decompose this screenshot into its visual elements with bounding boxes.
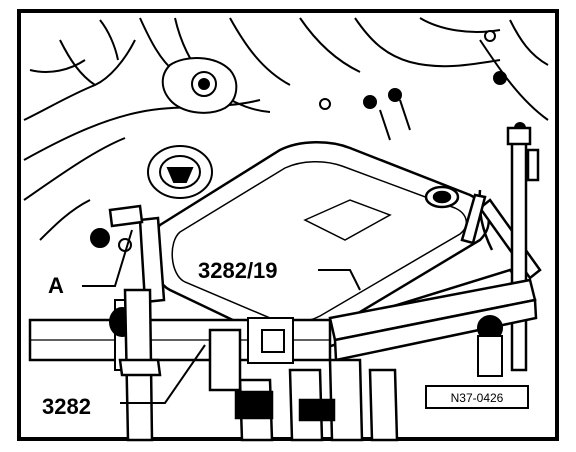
reference-code-box: N37-0426: [425, 385, 529, 409]
label-backdrop: [40, 392, 118, 420]
mount-bolt-left: [90, 145, 213, 252]
callout-label-3282-19: 3282/19: [198, 258, 278, 283]
reference-code: N37-0426: [451, 391, 504, 405]
callout-label-a: A: [48, 273, 64, 298]
label-backdrop: [196, 256, 318, 284]
leader-3282-19: [318, 269, 361, 291]
leader-lines: [82, 229, 361, 404]
tool-legs: [108, 204, 399, 442]
upper-bracket: [161, 57, 238, 114]
leader-a: [82, 229, 133, 287]
leader-3282: [120, 344, 206, 404]
callout-label-3282: 3282: [42, 394, 91, 419]
